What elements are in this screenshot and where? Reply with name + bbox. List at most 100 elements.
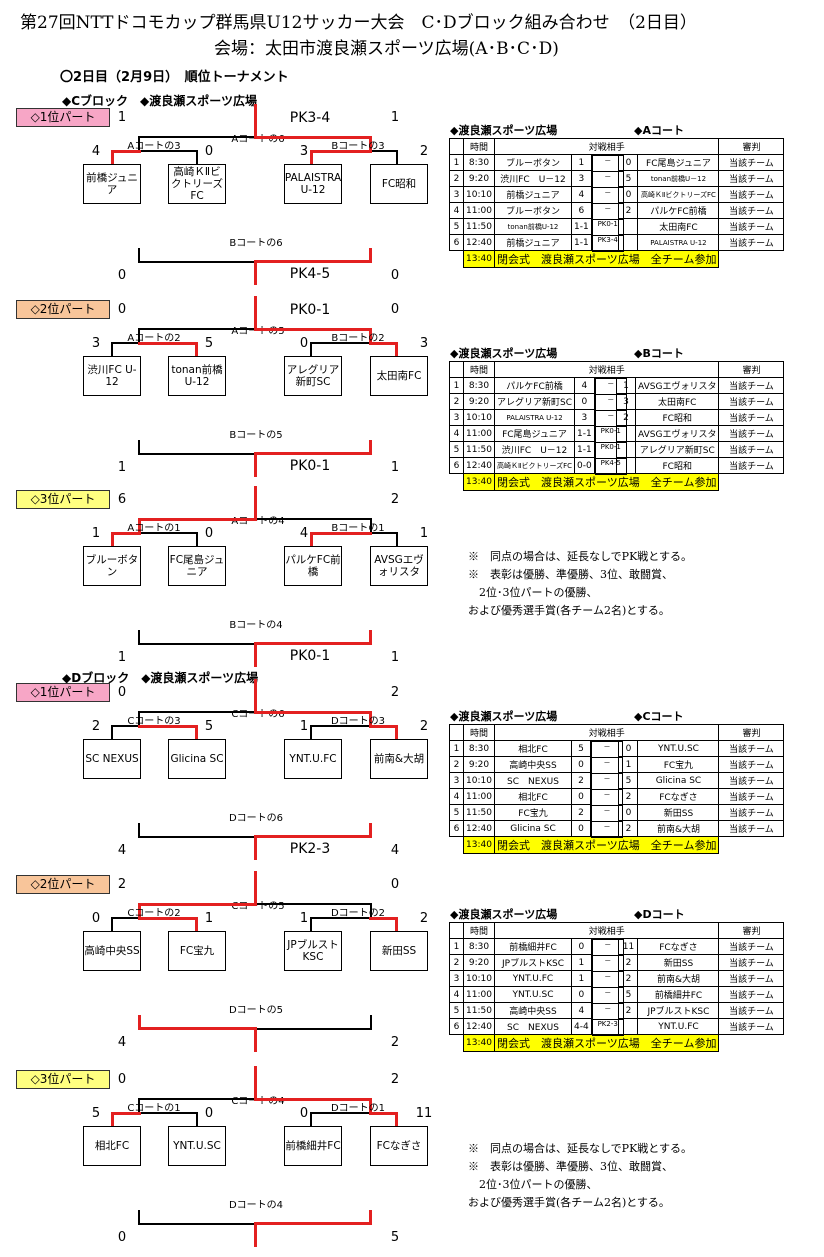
bracket-line [196, 532, 198, 546]
winner-line [111, 1112, 114, 1126]
note-line: 2位･3位パートの優勝、 [468, 1178, 598, 1191]
team-box: 新田SS [370, 931, 428, 971]
match-time: 12:40 [463, 820, 495, 837]
separator: － [591, 986, 624, 1004]
winner-line [254, 296, 257, 330]
schedule-header-row: 時間対戦相手審判 [449, 922, 785, 939]
left-semi-court: Cコートの3 [127, 716, 181, 727]
winner-line [254, 1222, 372, 1225]
winner-line [138, 1027, 257, 1030]
match-no: 3 [449, 970, 464, 987]
schedule-venue: ◆渡良瀬スポーツ広場 [450, 908, 558, 921]
separator: － [591, 804, 623, 822]
bracket-line [310, 917, 312, 931]
home-team: SC NEXUS [494, 1018, 572, 1035]
bracket-line [310, 1112, 398, 1114]
separator: － [591, 155, 624, 172]
winner-line [395, 725, 398, 739]
top-left-score: 0 [117, 685, 127, 700]
team-box: AVSGエヴォリスタ [370, 546, 428, 586]
winner-line [195, 342, 198, 356]
bracket-line [138, 630, 140, 644]
separator: － [591, 788, 623, 806]
match-time: 11:00 [463, 788, 495, 805]
bottom-left-score: 0 [117, 268, 127, 283]
team-box: 前橋細井FC [284, 1126, 342, 1166]
match-no: 2 [449, 170, 464, 187]
winner-line [138, 518, 141, 532]
bracket-line [310, 917, 398, 919]
winner-line [369, 630, 372, 644]
home-team: YNT.U.SC [494, 986, 572, 1003]
bracket-line [138, 1210, 140, 1224]
third-place-pk: PK0-1 [289, 648, 331, 664]
team-box: アレグリア新町SC [284, 356, 342, 396]
referee: 当該チーム [718, 1002, 785, 1019]
separator: － [594, 378, 627, 395]
closing-text: 閉会式 渡良瀬スポーツ広場 全チーム参加 [493, 250, 720, 268]
match-time: 11:50 [463, 218, 495, 235]
home-team: SC NEXUS [494, 772, 572, 789]
home-team: 高崎中央SS [494, 1002, 572, 1019]
final-court: Cコートの5 [231, 901, 285, 912]
team-box: パルケFC前橋 [284, 546, 342, 586]
third-place-court: Dコートの5 [228, 1005, 284, 1016]
winner-line [111, 150, 141, 153]
away-team: FC昭和 [635, 457, 720, 474]
home-team: 前橋ジュニア [494, 234, 572, 251]
bottom-left-score: 1 [117, 650, 127, 665]
closing-time: 13:40 [463, 250, 495, 268]
final-pk: PK0-1 [289, 302, 331, 318]
referee: 当該チーム [718, 804, 785, 821]
bracket-line [370, 518, 372, 532]
home-score: 1-1 [571, 218, 592, 235]
team-box: YNT.U.FC [284, 739, 342, 779]
home-score: 2 [571, 804, 591, 821]
final-court: Aコートの4 [231, 516, 285, 527]
no-header [449, 724, 464, 741]
referee-header: 審判 [718, 922, 785, 939]
referee-header: 審判 [718, 138, 785, 155]
bottom-right-score: 2 [390, 1035, 400, 1050]
match-no: 3 [449, 772, 464, 789]
home-team: ブルーボタン [494, 154, 572, 171]
bottom-right-score: 0 [390, 268, 400, 283]
schedule-venue: ◆渡良瀬スポーツ広場 [450, 710, 558, 723]
winner-line [310, 532, 313, 546]
home-team: 相北FC [494, 740, 572, 757]
part-label: ◇1位パート [16, 108, 110, 127]
away-team: FCなぎさ [637, 938, 720, 955]
note-line: ※ 同点の場合は、延長なしでPK戦とする。 [468, 1142, 692, 1155]
match-no: 1 [449, 377, 464, 394]
team-box: FC宝九 [168, 931, 226, 971]
schedule-court: ◆Dコート [634, 908, 685, 921]
team-box: Glicina SC [168, 739, 226, 779]
away-team: YNT.U.FC [637, 1018, 720, 1035]
final-court: Cコートの6 [231, 709, 285, 720]
third-place-pk: PK2-3 [289, 841, 331, 857]
bracket-line [111, 342, 113, 356]
away-team: YNT.U.SC [637, 740, 720, 757]
match-no: 4 [449, 788, 464, 805]
no-header [449, 361, 464, 378]
right-semi-court: Dコートの2 [330, 908, 386, 919]
match-no: 4 [449, 986, 464, 1003]
away-team: 前南&大胡 [637, 970, 720, 987]
match-time: 9:20 [463, 954, 495, 971]
referee: 当該チーム [718, 954, 785, 971]
schedule-header-row: 時間対戦相手審判 [449, 361, 785, 378]
winner-line [254, 1098, 372, 1101]
home-team: パルケFC前橋 [493, 377, 576, 394]
separator: PK2-3 [591, 1018, 624, 1036]
home-score: 1 [571, 970, 592, 987]
match-header: 対戦相手 [493, 361, 720, 378]
match-no: 6 [449, 1018, 464, 1035]
winner-line [369, 248, 372, 262]
home-team: 高崎中央SS [494, 756, 572, 773]
match-no: 4 [449, 202, 464, 219]
